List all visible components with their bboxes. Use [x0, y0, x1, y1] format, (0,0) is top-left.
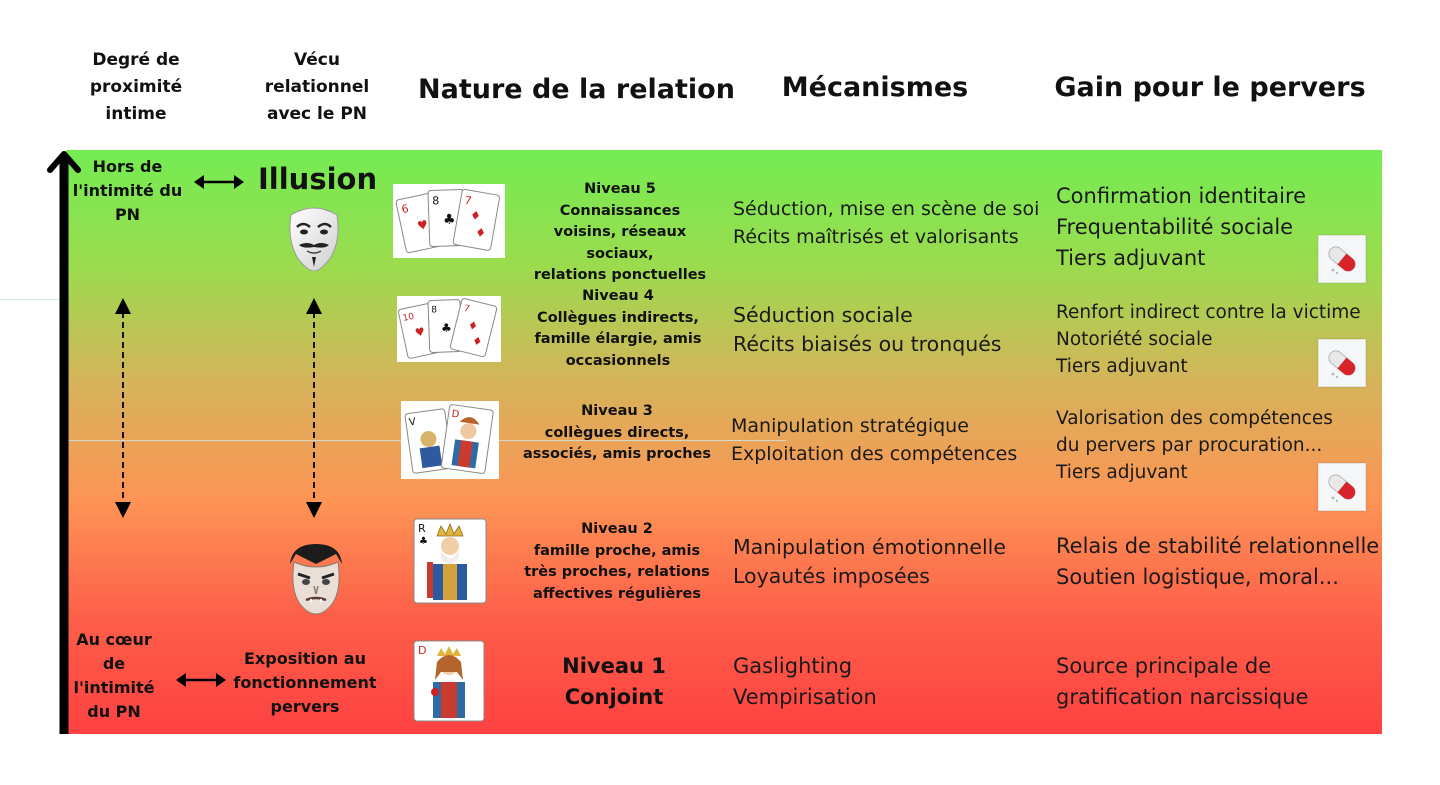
header-mechanisms: Mécanismes — [781, 72, 969, 103]
card-roi-label: R — [418, 522, 426, 535]
dashed-arrow-right — [306, 298, 322, 518]
card-ten-label: 10 — [402, 312, 416, 324]
card-dame-label: D — [451, 409, 460, 421]
svg-text:♦: ♦ — [471, 334, 484, 349]
level5-title: Niveau 5 Connaissances voisins, réseaux … — [533, 181, 707, 283]
proximity-axis-arrow — [47, 151, 81, 734]
level1-title: Niveau 1 Conjoint — [562, 654, 666, 709]
card-six-label: 6 — [400, 202, 410, 216]
card-queen-icon: D — [413, 640, 485, 722]
level1-gains: Source principale de gratification narci… — [1056, 654, 1309, 709]
level1-mechanisms: Gaslighting Vempirisation — [733, 654, 877, 709]
svg-text:♣: ♣ — [419, 536, 428, 547]
illusion-label: Illusion — [258, 162, 378, 196]
level3-title: Niveau 3 collègues directs, associés, am… — [522, 403, 711, 462]
level4-mechanisms: Séduction sociale Récits biaisés ou tron… — [733, 303, 1002, 356]
cards-level4-icon: 10♥ 8 ♣ 7 ♦♦ — [397, 296, 501, 362]
svg-text:7: 7 — [463, 304, 471, 315]
level3-gains: Valorisation des compétences du pervers … — [1056, 408, 1333, 483]
svg-text:♥: ♥ — [414, 325, 426, 340]
double-arrow-top-icon — [194, 175, 244, 189]
cards-level3-icon: V D — [401, 401, 499, 479]
outside-intimacy-label: Hors de l'intimité du PN — [72, 157, 183, 224]
level5-gains: Confirmation identitaire Frequentabilité… — [1056, 184, 1307, 270]
level2-mechanisms: Manipulation émotionnelle Loyautés impos… — [733, 535, 1006, 588]
card-seven-label: 7 — [464, 194, 473, 208]
card-eight-label: 8 — [432, 194, 439, 207]
guy-fawkes-mask-icon — [289, 207, 339, 271]
vampire-face-icon — [290, 544, 342, 615]
header-nature: Nature de la relation — [418, 74, 735, 105]
header-proximity: Degré de proximité intime — [89, 50, 183, 124]
card-valet-label: V — [408, 417, 416, 429]
svg-text:♦: ♦ — [469, 208, 482, 224]
double-arrow-bottom-icon — [176, 673, 226, 687]
level2-title: Niveau 2 famille proche, amis très proch… — [524, 521, 710, 602]
svg-text:♦: ♦ — [467, 318, 480, 333]
gradient-background — [66, 150, 1382, 734]
card-king-icon: R ♣ — [413, 518, 487, 604]
pill-capsule-icon — [1318, 463, 1366, 511]
level2-gains: Relais de stabilité relationnelle Soutie… — [1056, 534, 1380, 589]
svg-text:♦: ♦ — [474, 225, 487, 241]
svg-text:8: 8 — [431, 305, 437, 315]
cards-level5-icon: 6♥ 8♣ 7♦♦ — [393, 184, 505, 258]
dashed-arrow-left — [115, 298, 131, 518]
header-gain: Gain pour le pervers — [1054, 72, 1366, 103]
svg-text:♥: ♥ — [416, 217, 429, 233]
left-guide-line — [0, 299, 66, 300]
level4-gains: Renfort indirect contre la victime Notor… — [1056, 302, 1361, 377]
level3-mechanisms: Manipulation stratégique Exploitation de… — [731, 415, 1018, 465]
level4-title: Niveau 4 Collègues indirects, famille él… — [534, 288, 702, 369]
header-experience: Vécu relationnel avec le PN — [264, 50, 370, 124]
exposure-label: Exposition au fonctionnement pervers — [233, 649, 377, 716]
pill-capsule-icon — [1318, 339, 1366, 387]
core-intimacy-label: Au cœur de l'intimité du PN — [73, 630, 155, 721]
svg-text:D: D — [418, 644, 426, 657]
pill-capsule-icon — [1318, 235, 1366, 283]
svg-text:♣: ♣ — [441, 321, 452, 335]
svg-text:♣: ♣ — [443, 212, 456, 228]
level5-mechanisms: Séduction, mise en scène de soi Récits m… — [733, 198, 1040, 248]
